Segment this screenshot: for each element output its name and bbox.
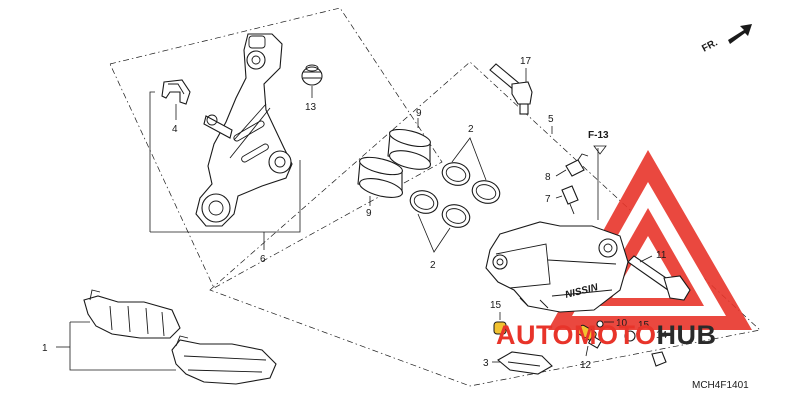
piston-lower xyxy=(357,156,403,198)
retainer-clip xyxy=(161,79,191,105)
pad-retainer-plate xyxy=(497,351,553,375)
leader-2-upper xyxy=(451,137,487,181)
leader-1-bracket xyxy=(69,321,176,371)
callout-12: 12 xyxy=(580,360,592,371)
reference-code-label: F-13 xyxy=(588,130,609,141)
front-arrow-label: FR. xyxy=(700,37,720,54)
callout-15-upper: 15 xyxy=(490,300,502,311)
bolt-cap-14 xyxy=(624,330,667,367)
callout-9-lower: 9 xyxy=(366,208,372,219)
callout-4: 4 xyxy=(172,124,178,135)
leader-15b xyxy=(635,331,641,335)
bleeder-cap xyxy=(565,153,589,177)
small-seal-10 xyxy=(596,320,604,328)
leader-12 xyxy=(585,345,589,357)
callout-15-lower: 15 xyxy=(638,320,650,331)
callout-7: 7 xyxy=(545,194,551,205)
leader-8 xyxy=(555,169,567,177)
brake-pad-front xyxy=(83,289,181,339)
caliper-bracket xyxy=(195,33,293,227)
slide-pin xyxy=(627,255,691,301)
outline-bracket-group xyxy=(109,7,443,289)
f13-arrow xyxy=(593,145,607,155)
leader-7 xyxy=(555,195,563,199)
callout-14: 14 xyxy=(656,330,668,341)
callout-3: 3 xyxy=(483,358,489,369)
outline-caliper-group xyxy=(209,61,761,387)
callout-8: 8 xyxy=(545,172,551,183)
seals-group xyxy=(409,162,501,228)
rubber-boot xyxy=(301,64,323,86)
watermark-part-hub: HUB xyxy=(657,320,717,350)
callout-17: 17 xyxy=(520,56,532,67)
bleeder-valve xyxy=(561,185,579,215)
callout-11: 11 xyxy=(656,250,667,261)
leader-2-lower xyxy=(417,213,451,253)
watermark-part-moto: MOTO xyxy=(574,320,657,350)
callout-2-lower: 2 xyxy=(430,260,436,271)
leader-11 xyxy=(639,255,653,263)
pad-pin-plug xyxy=(493,321,507,335)
front-direction-arrow xyxy=(728,24,752,44)
brake-pad-rear xyxy=(171,335,277,385)
callout-5: 5 xyxy=(548,114,554,125)
piston-upper xyxy=(387,128,432,170)
caliper-body: NISSIN xyxy=(485,221,629,313)
callout-2-upper: 2 xyxy=(468,124,474,135)
leader-bracket-bracket xyxy=(149,91,155,232)
diagram-code-label: MCH4F1401 xyxy=(692,380,749,391)
callout-10: 10 xyxy=(616,318,628,329)
watermark-part-auto: AUTO xyxy=(496,320,574,350)
callout-1: 1 xyxy=(42,343,48,354)
callout-9-upper: 9 xyxy=(416,108,422,119)
watermark-text: AUTOMOTOHUB xyxy=(496,320,717,350)
leader-bracket-base xyxy=(150,160,301,233)
callout-6: 6 xyxy=(260,254,266,265)
callout-13: 13 xyxy=(305,102,317,113)
bolt-17 xyxy=(489,63,533,115)
pad-pin xyxy=(577,324,603,349)
